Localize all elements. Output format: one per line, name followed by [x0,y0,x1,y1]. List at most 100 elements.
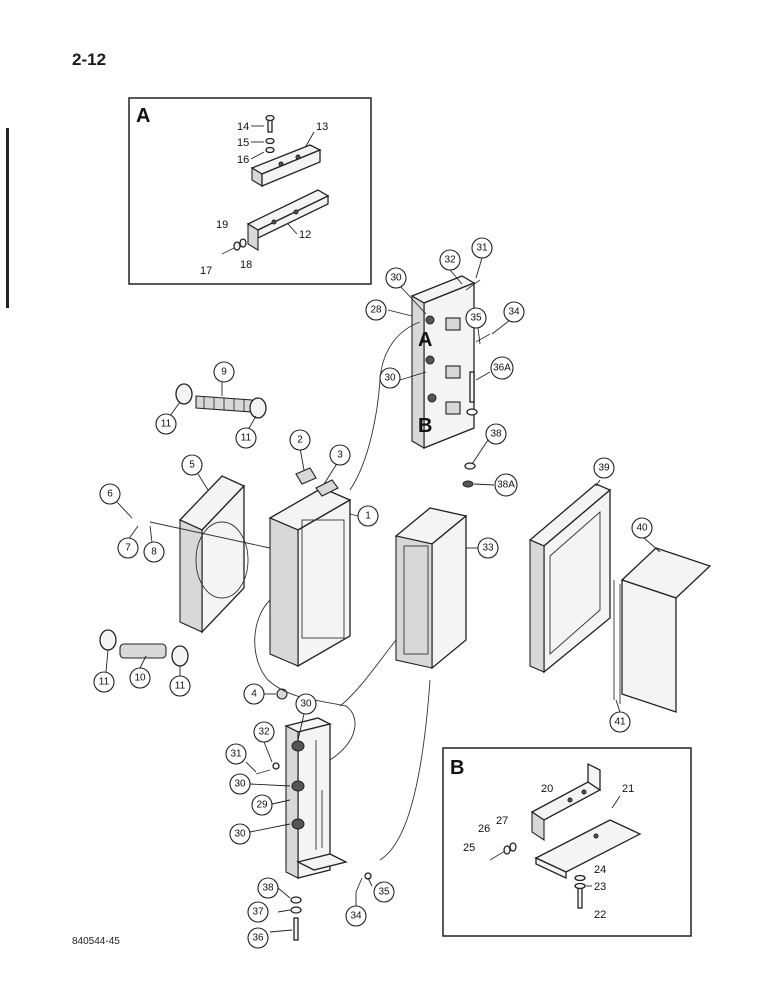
callout-30-lower-c: 30 [229,823,251,845]
phantom-lines [254,321,431,861]
callout-11-lower-right: 11 [169,675,191,697]
callout-11-lower-left: 11 [93,671,115,693]
label-13: 13 [316,121,328,133]
svg-text:41: 41 [614,717,626,728]
label-24: 24 [594,864,606,876]
callout-40: 40 [631,517,653,539]
callout-1: 1 [357,505,379,527]
callout-8: 8 [143,541,165,563]
label-22: 22 [594,909,606,921]
svg-text:8: 8 [151,547,157,558]
callout-31-lower: 31 [225,743,247,765]
callout-38-upper: 38 [485,423,507,445]
oil-cooler [394,507,468,670]
callout-34-lower: 34 [345,905,367,927]
svg-text:9: 9 [221,367,227,378]
document-code: 840544-45 [72,936,120,947]
svg-text:29: 29 [256,800,268,811]
callout-36a: 36A [490,356,514,380]
svg-text:32: 32 [444,255,456,266]
callout-35-upper: 35 [465,307,487,329]
label-20: 20 [541,783,553,795]
svg-text:35: 35 [470,313,482,324]
callout-2: 2 [289,429,311,451]
callout-28: 28 [365,299,387,321]
callout-30-lower-a: 30 [295,693,317,715]
inset-b-letter: B [450,757,464,779]
callout-30-lower-b: 30 [229,773,251,795]
label-18: 18 [240,259,252,271]
callout-4: 4 [243,683,265,705]
callouts: 31 32 30 28 34 35 30 36A 9 11 11 2 3 38 … [93,237,661,949]
svg-text:11: 11 [175,681,186,692]
upper-hose [175,383,267,419]
svg-text:3: 3 [337,450,343,461]
svg-text:28: 28 [370,305,382,316]
svg-text:5: 5 [189,460,195,471]
svg-text:11: 11 [161,419,172,430]
svg-text:39: 39 [598,463,610,474]
label-14: 14 [237,121,249,133]
screen-frame [528,483,712,713]
callout-31-upper: 31 [471,237,493,259]
callout-3: 3 [329,444,351,466]
page-number: 2-12 [72,50,107,69]
callout-9: 9 [213,361,235,383]
svg-text:7: 7 [125,543,131,554]
label-15: 15 [237,137,249,149]
svg-text:38: 38 [490,429,502,440]
inset-a: A 14 15 16 13 19 12 17 18 [128,97,372,285]
svg-text:11: 11 [99,677,110,688]
callout-38-lower: 38 [257,877,279,899]
svg-text:34: 34 [350,911,362,922]
svg-text:31: 31 [230,749,242,760]
svg-text:30: 30 [300,699,312,710]
svg-text:31: 31 [476,243,488,254]
callout-39: 39 [593,457,615,479]
callout-7: 7 [117,537,139,559]
plate-letter-b: B [418,415,432,437]
callout-30-upper-a: 30 [385,267,407,289]
svg-text:35: 35 [378,887,390,898]
svg-text:37: 37 [252,907,264,918]
plate-letter-a: A [418,329,432,351]
callout-11-upper-left: 11 [155,413,177,435]
lower-hose [99,629,189,667]
svg-text:10: 10 [134,673,146,684]
label-17: 17 [200,265,212,277]
callout-10: 10 [129,667,151,689]
svg-text:38: 38 [262,883,274,894]
svg-text:30: 30 [390,273,402,284]
label-27: 27 [496,815,508,827]
callout-34-upper: 34 [503,301,525,323]
label-25: 25 [463,842,475,854]
svg-text:30: 30 [384,373,396,384]
callout-41: 41 [609,711,631,733]
lower-mounting-plate [255,688,372,941]
callout-32-lower: 32 [253,721,275,743]
svg-text:34: 34 [508,307,520,318]
callout-36: 36 [247,927,269,949]
inset-b: B 20 21 27 26 25 24 23 22 [442,747,692,937]
radiator-core [268,467,352,668]
svg-text:40: 40 [636,523,648,534]
svg-text:33: 33 [482,543,494,554]
callout-37: 37 [247,901,269,923]
callout-38a: 38A [494,473,518,497]
callout-30-upper-b: 30 [379,367,401,389]
inset-a-letter: A [136,105,150,127]
callout-5: 5 [181,454,203,476]
svg-text:4: 4 [251,689,257,700]
fan-shroud [149,475,271,634]
label-16: 16 [237,154,249,166]
svg-text:2: 2 [297,435,303,446]
svg-text:30: 30 [234,829,246,840]
upper-mounting-plate: A B [410,275,491,488]
svg-text:6: 6 [107,489,113,500]
callout-33: 33 [477,537,499,559]
callout-32-upper: 32 [439,249,461,271]
callout-11-upper-right: 11 [235,427,257,449]
svg-text:38A: 38A [497,480,515,491]
svg-text:30: 30 [234,779,246,790]
